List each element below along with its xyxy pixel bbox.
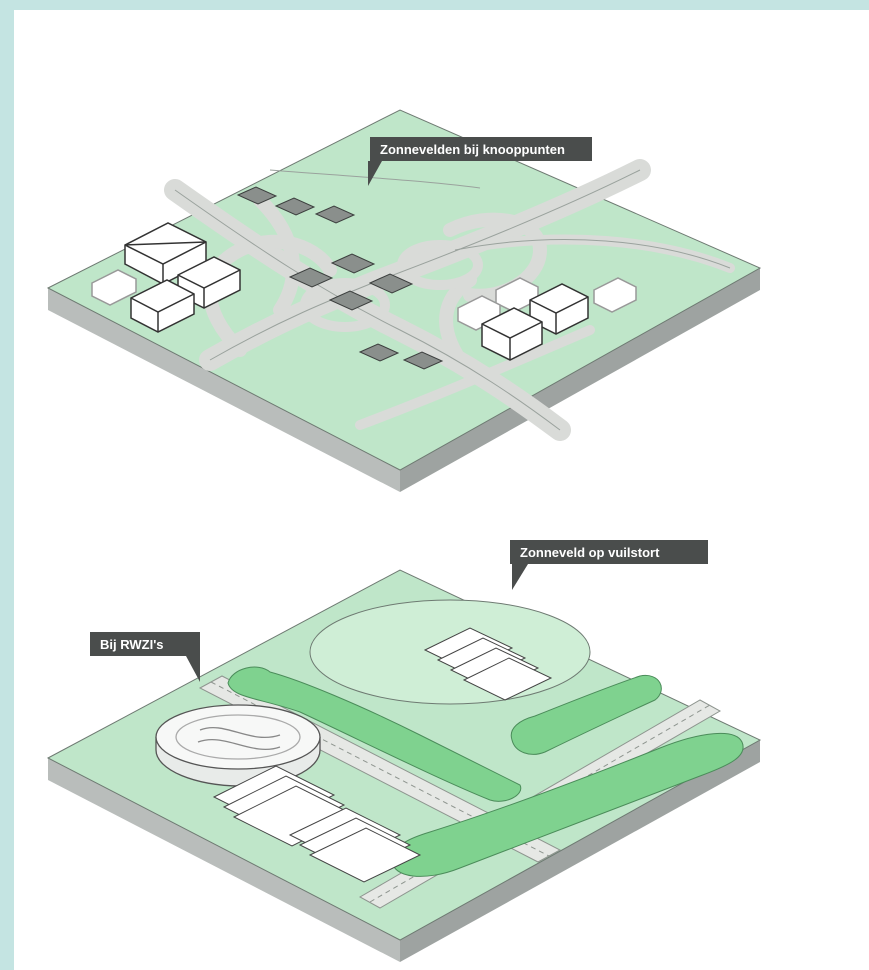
callout-label-knooppunten: Zonnevelden bij knooppunten <box>380 142 565 157</box>
callout-label-vuilstort: Zonneveld op vuilstort <box>520 545 660 560</box>
callout-label-rwzi: Bij RWZI's <box>100 637 164 652</box>
callout-vuilstort: Zonneveld op vuilstort <box>510 540 708 590</box>
interchange-scene: Zonnevelden bij knooppunten <box>48 110 760 492</box>
callout-rwzi: Bij RWZI's <box>90 632 200 682</box>
rwzi-tank <box>156 705 320 786</box>
landfill-scene: Zonneveld op vuilstort Bij RWZI's <box>48 540 760 962</box>
